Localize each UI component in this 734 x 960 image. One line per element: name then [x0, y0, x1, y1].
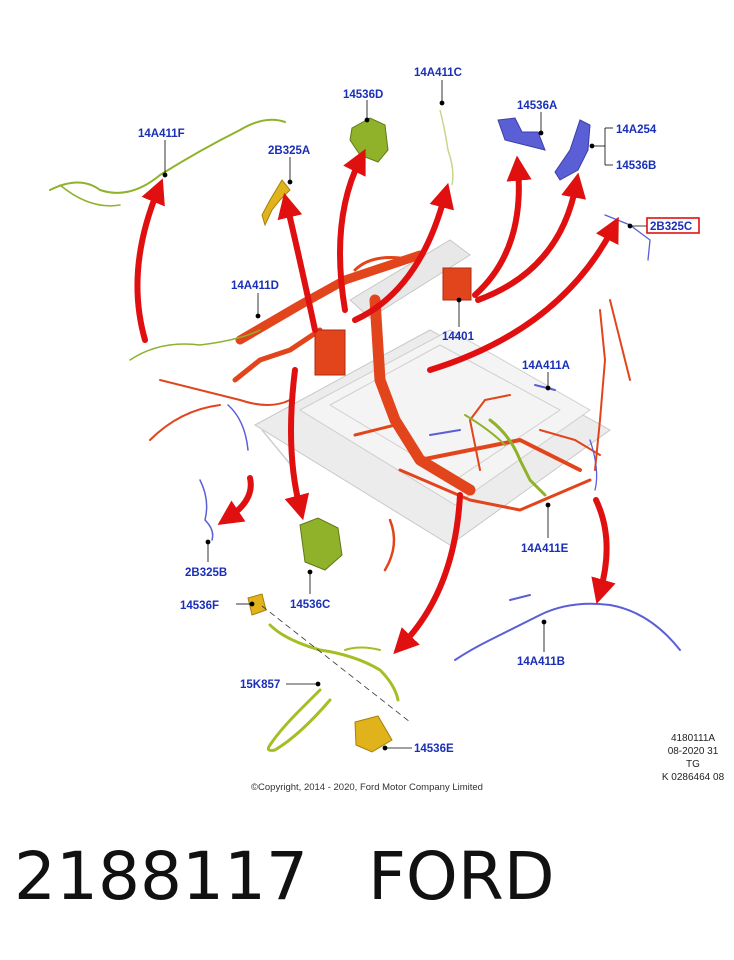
part-14A411C-shape — [439, 109, 454, 186]
callout-arrows — [134, 148, 619, 655]
dashed-guide — [261, 605, 411, 723]
label-14401[interactable]: 14401 — [442, 331, 475, 343]
label-2B325C[interactable]: 2B325C — [650, 221, 692, 233]
label-14A411C[interactable]: 14A411C — [414, 67, 462, 79]
drawing-date: 08-2020 31 — [667, 746, 719, 757]
bracket-14536D — [349, 117, 389, 163]
label-14536A[interactable]: 14536A — [517, 100, 557, 112]
label-14A411D[interactable]: 14A411D — [231, 280, 279, 292]
label-14A411A[interactable]: 14A411A — [522, 360, 570, 372]
part-15K857-shape — [266, 623, 400, 752]
label-14A411F[interactable]: 14A411F — [138, 128, 185, 140]
highlight-box — [646, 217, 700, 234]
green-harness — [49, 118, 547, 497]
label-14A254[interactable]: 14A254 — [616, 124, 657, 136]
fuse-box — [314, 329, 346, 376]
bracket-14536F — [247, 593, 267, 616]
drawing-meta: 4180111A 08-2020 31 TG K 0286464 08 — [650, 732, 734, 784]
drawing-ref: K 0286464 08 — [661, 772, 725, 783]
label-14536D[interactable]: 14536D — [343, 89, 383, 101]
label-14536E[interactable]: 14536E — [414, 743, 454, 755]
bracket-14536C — [299, 517, 343, 571]
module-14401-body — [442, 267, 472, 301]
copyright-notice: ©Copyright, 2014 - 2020, Ford Motor Comp… — [251, 782, 483, 793]
part-2B325A-shape — [261, 179, 291, 227]
label-14A411B[interactable]: 14A411B — [517, 656, 565, 668]
label-14536C[interactable]: 14536C — [290, 599, 330, 611]
label-14A411E[interactable]: 14A411E — [521, 543, 569, 555]
part-number: 2188117 — [14, 838, 308, 915]
label-15K857[interactable]: 15K857 — [240, 679, 280, 691]
label-14536F[interactable]: 14536F — [180, 600, 219, 612]
footer-caption: 2188117 FORD — [14, 838, 555, 915]
blue-harness — [199, 214, 681, 661]
drawing-number: 4180111A — [670, 733, 716, 744]
brand-name: FORD — [367, 838, 555, 915]
bracket-14536A — [497, 117, 546, 151]
drawing-initials: TG — [686, 759, 700, 770]
bracket-14536E — [354, 715, 393, 753]
label-2B325A[interactable]: 2B325A — [268, 145, 310, 157]
leader-lines — [162, 80, 647, 751]
label-2B325B[interactable]: 2B325B — [185, 567, 227, 579]
bracket-14536B — [554, 119, 591, 181]
label-14536B[interactable]: 14536B — [616, 160, 656, 172]
part-labels: 14A411F 2B325A 14536D 14A411C 14536A 14A… — [138, 67, 692, 755]
main-harness — [149, 250, 631, 572]
